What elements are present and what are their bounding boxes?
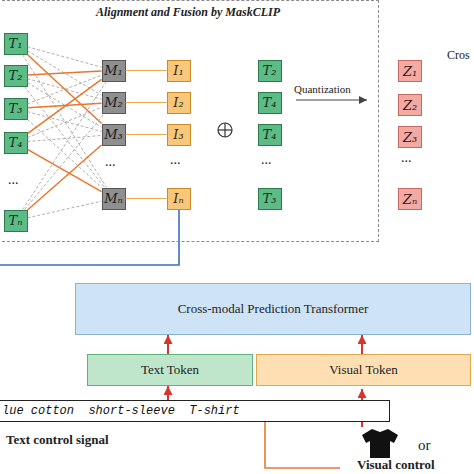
quantized-code-box: Zₙ — [398, 188, 422, 210]
image-token-box: I₁ — [167, 60, 191, 82]
token-box: Text Token — [87, 354, 253, 386]
alignment-line — [28, 51, 102, 96]
ellipsis-mark: ... — [261, 152, 272, 168]
node-label: I₃ — [173, 127, 183, 142]
text-token-box: T₄ — [4, 132, 28, 154]
fusion-line — [126, 198, 167, 199]
node-label: Z₂ — [403, 98, 417, 113]
image-token-box: Iₙ — [167, 188, 191, 210]
node-label: Z₃ — [403, 130, 417, 145]
node-label: T₃ — [9, 101, 23, 116]
text-token-box: T₂ — [4, 65, 28, 87]
node-label: Zₙ — [403, 192, 417, 207]
or-text: or — [418, 437, 431, 454]
node-label: Mₙ — [104, 191, 123, 206]
node-label: M₃ — [104, 127, 123, 142]
ellipsis-mark: ... — [401, 150, 412, 166]
flow-arrow — [167, 386, 169, 400]
quantized-code-box: Z₁ — [398, 60, 422, 82]
node-label: T₄ — [263, 95, 277, 110]
node-label: T₄ — [9, 135, 23, 150]
alignment-line — [28, 107, 102, 137]
cropped-text: Cros — [447, 48, 470, 63]
quantized-code-box: Z₂ — [398, 94, 422, 116]
quantization-arrow — [296, 99, 367, 100]
signal-caption: Text control signal — [6, 432, 109, 448]
text-token-box: T₃ — [258, 188, 282, 210]
alignment-line — [28, 145, 102, 210]
plus-bar — [218, 129, 232, 130]
fusion-line — [126, 70, 167, 71]
alignment-line — [27, 120, 101, 188]
text-signal-wire — [265, 422, 340, 468]
signal-caption: Visual control — [357, 457, 435, 473]
alignment-line — [28, 79, 102, 99]
text-token-box: T₄ — [258, 92, 282, 114]
transformer-box: Cross-modal Prediction Transformer — [75, 283, 471, 335]
alignment-line — [28, 135, 102, 141]
alignment-line — [28, 149, 102, 191]
alignment-line — [28, 83, 102, 128]
flow-arrow — [361, 335, 363, 354]
alignment-line — [28, 79, 102, 133]
fusion-plus-symbol — [218, 123, 232, 137]
node-label: Tₙ — [9, 213, 23, 228]
text-token-box: T₂ — [258, 60, 282, 82]
ellipsis-mark: ... — [105, 154, 116, 170]
alignment-line — [28, 75, 102, 104]
ellipsis-mark: ... — [170, 152, 181, 168]
dashed-group-box: Alignment and Fusion by MaskCLIP T₁ T₂ T₃ T₄… — [0, 0, 379, 242]
text-token-box: T₄ — [258, 124, 282, 146]
node-label: T₄ — [263, 127, 277, 142]
node-label: M₁ — [104, 63, 123, 78]
fusion-line — [126, 134, 167, 135]
alignment-line — [28, 103, 102, 108]
node-label: T₃ — [263, 191, 277, 206]
token-box: Visual Token — [256, 354, 471, 386]
plus-circle — [218, 123, 232, 137]
node-label: T₂ — [9, 68, 23, 83]
alignment-line — [28, 47, 102, 67]
fusion-line — [126, 102, 167, 103]
alignment-line — [22, 55, 106, 188]
alignment-line — [23, 82, 107, 210]
alignment-line — [28, 201, 102, 218]
alignment-line — [25, 114, 105, 210]
group-title: Alignment and Fusion by MaskCLIP — [0, 5, 378, 20]
node-label: M₂ — [104, 95, 123, 110]
ellipsis-mark: ... — [8, 172, 19, 188]
text-token-box: Tₙ — [4, 210, 28, 232]
node-label: Iₙ — [173, 191, 183, 206]
alignment-line — [27, 55, 101, 124]
visual-feature-wire — [0, 210, 179, 265]
text-token-box: T₃ — [4, 98, 28, 120]
quantized-code-box: Z₃ — [398, 126, 422, 148]
alignment-line — [24, 87, 104, 188]
mask-box: M₁ — [102, 60, 126, 82]
node-label: Z₁ — [403, 64, 417, 79]
arrow-label: Quantization — [294, 83, 351, 95]
node-label: I₂ — [173, 95, 183, 110]
flow-arrow — [167, 335, 169, 354]
alignment-line — [28, 71, 102, 75]
mask-box: M₂ — [102, 92, 126, 114]
text-token-box: T₁ — [4, 33, 28, 55]
plus-bar — [224, 123, 225, 137]
text-control-box: lue cotton short-sleeve T-shirt — [0, 400, 390, 422]
node-label: I₁ — [173, 63, 183, 78]
alignment-line — [28, 112, 102, 132]
node-label: Text Token — [141, 362, 199, 378]
node-label: T₂ — [263, 63, 277, 78]
tshirt-image — [362, 429, 398, 458]
mask-box: Mₙ — [102, 188, 126, 210]
mask-box: M₃ — [102, 124, 126, 146]
image-token-box: I₂ — [167, 92, 191, 114]
node-label: Visual Token — [329, 362, 397, 378]
node-label: lue cotton short-sleeve T-shirt — [2, 404, 240, 418]
node-label: T₁ — [9, 36, 23, 51]
image-token-box: I₃ — [167, 124, 191, 146]
node-label: Cross-modal Prediction Transformer — [178, 301, 369, 317]
